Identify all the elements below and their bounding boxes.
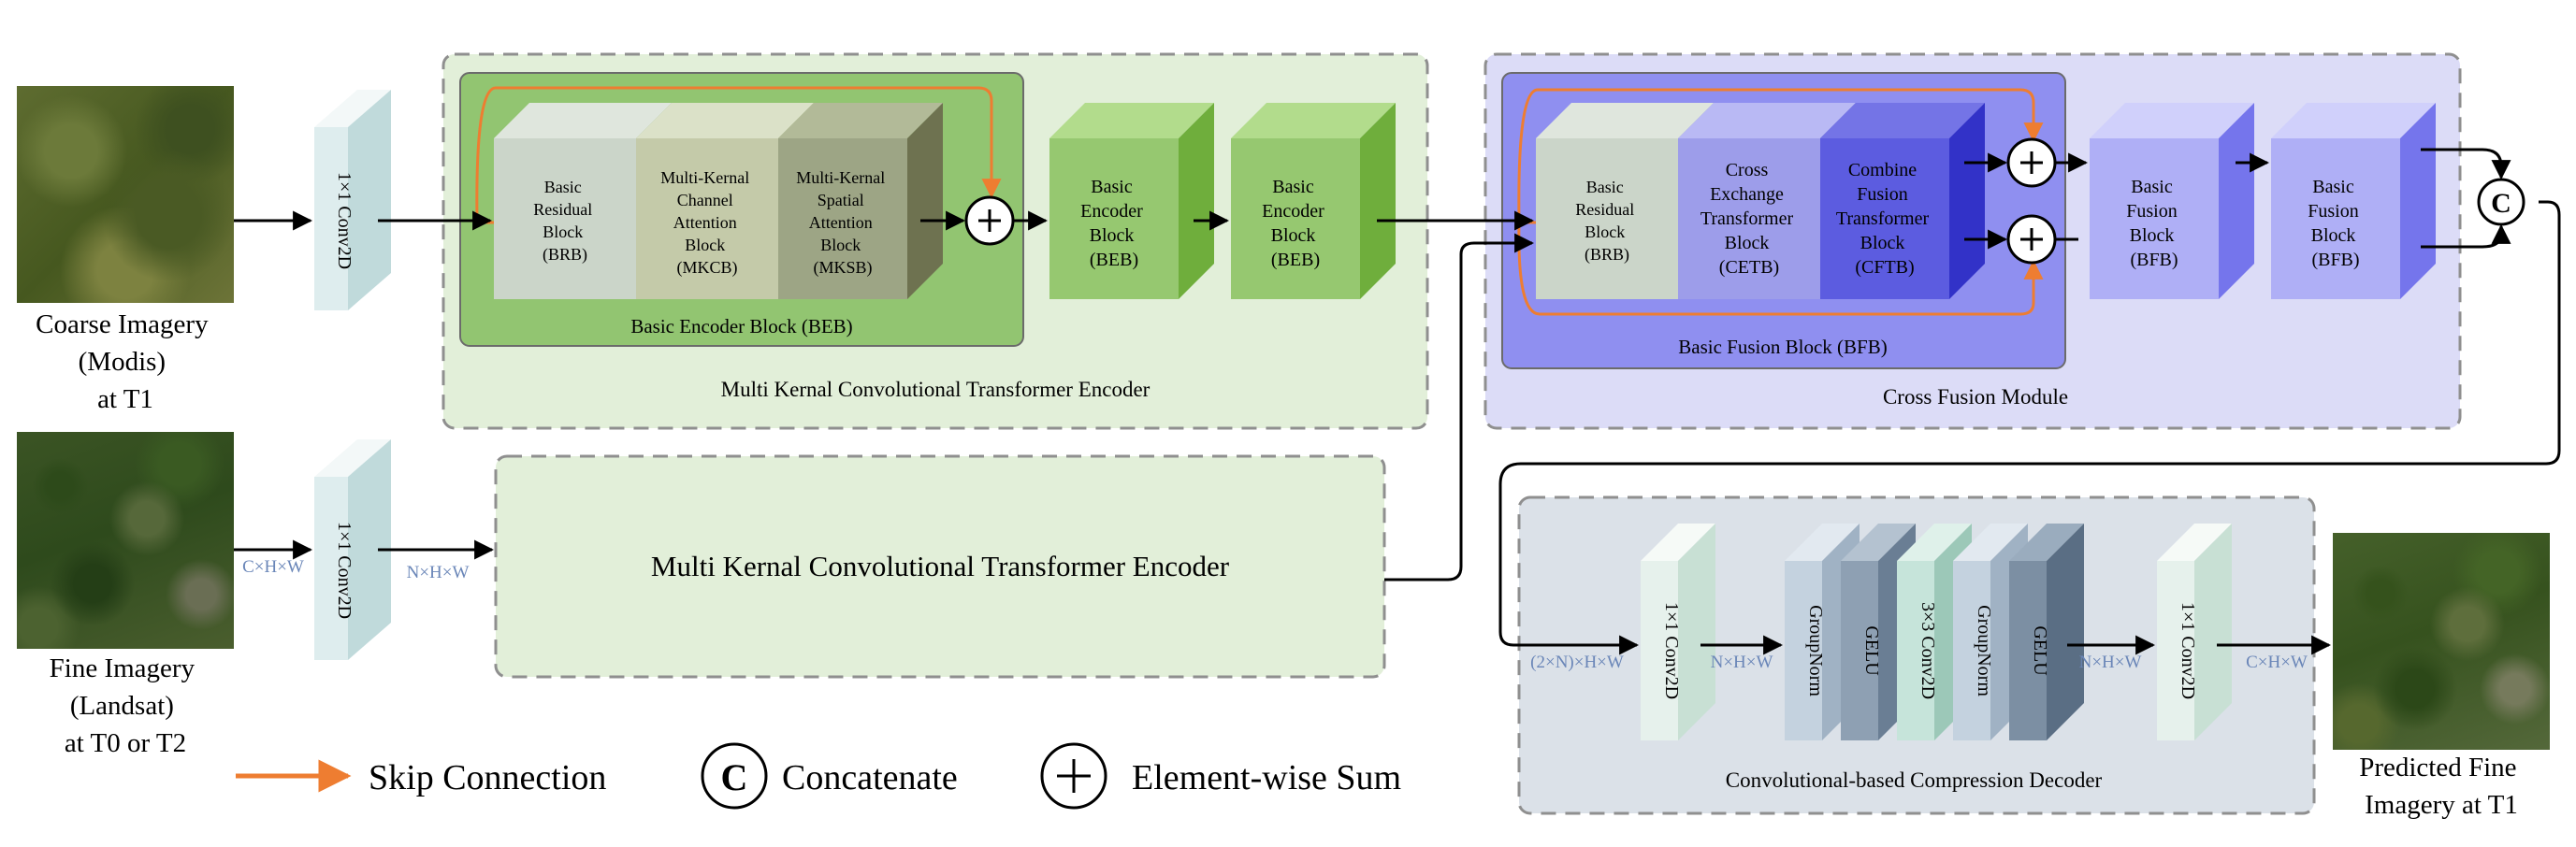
decoder-conv1-label: 1×1 Conv2D	[1661, 602, 1682, 699]
fine-image	[17, 432, 234, 649]
legend-concat-symbol: C	[721, 756, 748, 798]
decoder-gelu-1	[1841, 561, 1878, 740]
fusion-skip-arrow-bottom	[1517, 222, 2044, 316]
mkcb-block	[636, 138, 778, 299]
brb-block	[494, 138, 636, 299]
beb-panel-title: Basic Encoder Block (BEB)	[630, 315, 852, 337]
conv-label-bottom: 1×1 Conv2D	[334, 522, 355, 619]
fusion-skip-arrow-top	[1517, 88, 2044, 224]
dim-nhw-decoder: N×H×W	[1711, 653, 1773, 672]
cftb-label: Combine Fusion Transformer Block (CFTB)	[1836, 160, 1933, 278]
decoder-groupnorm-1	[1785, 561, 1822, 740]
conv-block-bottom	[314, 477, 348, 660]
conv-block-top	[314, 127, 348, 310]
bfb-panel-title: Basic Fusion Block (BFB)	[1678, 336, 1887, 358]
fine-caption: Fine Imagery (Landsat) at T0 or T2	[50, 653, 202, 758]
legend-concat-label: Concatenate	[782, 758, 958, 797]
decoder-gelu-2-label: GELU	[2030, 625, 2050, 676]
concat-circle	[2477, 178, 2525, 226]
mkcb-label: Multi-Kernal Channel Attention Block (MK…	[660, 168, 753, 278]
decoder-conv2-label: 1×1 Conv2D	[2178, 602, 2198, 699]
decoder-gelu-1-label: GELU	[1861, 625, 1882, 676]
arrow-encoder2-to-fusion	[1384, 233, 1535, 581]
decoder-groupnorm-2-label: GroupNorm	[1974, 605, 1994, 696]
encoder-panel-2	[494, 454, 1386, 679]
dim-nhw-encoder: N×H×W	[407, 563, 470, 582]
decoder-conv2	[2157, 561, 2194, 740]
decoder-conv3-label: 3×3 Conv2D	[1918, 602, 1938, 699]
encoder-title: Multi Kernal Convolutional Transformer E…	[721, 378, 1151, 401]
output-caption: Predicted Fine Imagery at T1	[2359, 753, 2524, 820]
beb-block-1	[1049, 138, 1179, 299]
predicted-image	[2333, 533, 2550, 750]
decoder-groupnorm-1-label: GroupNorm	[1805, 605, 1826, 696]
conv-label-top: 1×1 Conv2D	[334, 172, 355, 269]
decoder-title: Convolutional-based Compression Decoder	[1726, 768, 2103, 792]
cetb-block	[1678, 138, 1820, 299]
brb-label: Basic Residual Block (BRB)	[533, 178, 597, 265]
encoder-2-title: Multi Kernal Convolutional Transformer E…	[651, 550, 1230, 582]
fusion-title: Cross Fusion Module	[1883, 385, 2068, 409]
legend-skip-label: Skip Connection	[369, 758, 606, 797]
legend-sum-label: Element-wise Sum	[1132, 758, 1401, 797]
dim-chw-output: C×H×W	[2246, 653, 2308, 672]
mksb-label: Multi-Kernal Spatial Attention Block (MK…	[796, 168, 889, 278]
arrow-sum-to-concat-bottom	[2056, 226, 2501, 249]
concat-symbol: C	[2491, 188, 2511, 219]
cftb-block	[1820, 138, 1949, 299]
fusion-brb-label: Basic Residual Block (BRB)	[1575, 178, 1639, 265]
beb-label-1: Basic Encoder Block (BEB)	[1080, 177, 1148, 270]
decoder-gelu-2	[2009, 561, 2047, 740]
dim-nhw-decoder-2: N×H×W	[2079, 653, 2142, 672]
bfb-label-2: Basic Fusion Block (BFB)	[2308, 177, 2363, 270]
beb-block-2	[1231, 138, 1360, 299]
decoder-conv1	[1641, 561, 1678, 740]
arrow-concat-to-decoder	[1498, 200, 2561, 655]
coarse-image	[17, 86, 234, 303]
cetb-label: Cross Exchange Transformer Block (CETB)	[1700, 160, 1798, 278]
legend-concat-icon	[701, 742, 768, 810]
bfb-block-2	[2271, 138, 2400, 299]
mksb-block	[778, 138, 907, 299]
fusion-brb-block	[1536, 138, 1678, 299]
encoder-skip-arrow	[475, 86, 1002, 224]
beb-label-2: Basic Encoder Block (BEB)	[1262, 177, 1329, 270]
coarse-caption: Coarse Imagery (Modis) at T1	[36, 309, 215, 414]
bfb-label-1: Basic Fusion Block (BFB)	[2126, 177, 2181, 270]
decoder-conv3	[1897, 561, 1934, 740]
dim-2nhw: (2×N)×H×W	[1530, 653, 1624, 672]
dim-chw-input: C×H×W	[242, 557, 304, 577]
decoder-groupnorm-2	[1953, 561, 1990, 740]
arrow-bfb2-to-concat-top	[2421, 148, 2511, 180]
bfb-block-1	[2090, 138, 2219, 299]
